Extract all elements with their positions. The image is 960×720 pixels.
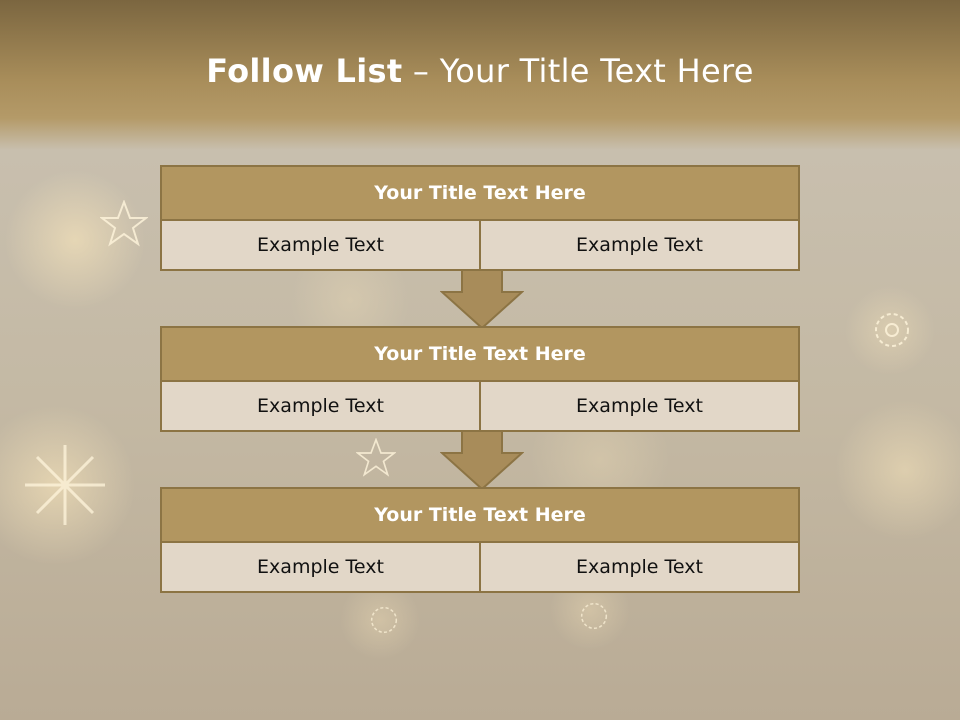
step-box-3: Your Title Text Here Example Text Exampl… [160, 487, 800, 593]
snowflake-light-icon [875, 313, 909, 347]
step-left-text[interactable]: Example Text [160, 382, 481, 432]
down-arrow-icon [440, 431, 524, 491]
step-right-text[interactable]: Example Text [481, 543, 800, 593]
slide-title-bold: Follow List [206, 52, 403, 90]
slide-title-rest: – Your Title Text Here [402, 52, 754, 90]
step-title[interactable]: Your Title Text Here [160, 165, 800, 221]
step-left-text[interactable]: Example Text [160, 221, 481, 271]
step-title[interactable]: Your Title Text Here [160, 487, 800, 543]
step-right-text[interactable]: Example Text [481, 382, 800, 432]
snowflake-light-icon [370, 606, 398, 634]
step-title[interactable]: Your Title Text Here [160, 326, 800, 382]
star-light-icon [356, 438, 396, 477]
snowflake-light-icon [580, 602, 608, 630]
step-box-1: Your Title Text Here Example Text Exampl… [160, 165, 800, 271]
step-box-2: Your Title Text Here Example Text Exampl… [160, 326, 800, 432]
step-left-text[interactable]: Example Text [160, 543, 481, 593]
star-light-icon [100, 200, 148, 247]
step-right-text[interactable]: Example Text [481, 221, 800, 271]
down-arrow-icon [440, 270, 524, 330]
slide-title: Follow List – Your Title Text Here [0, 52, 960, 90]
snowflake-light-icon [25, 445, 105, 525]
